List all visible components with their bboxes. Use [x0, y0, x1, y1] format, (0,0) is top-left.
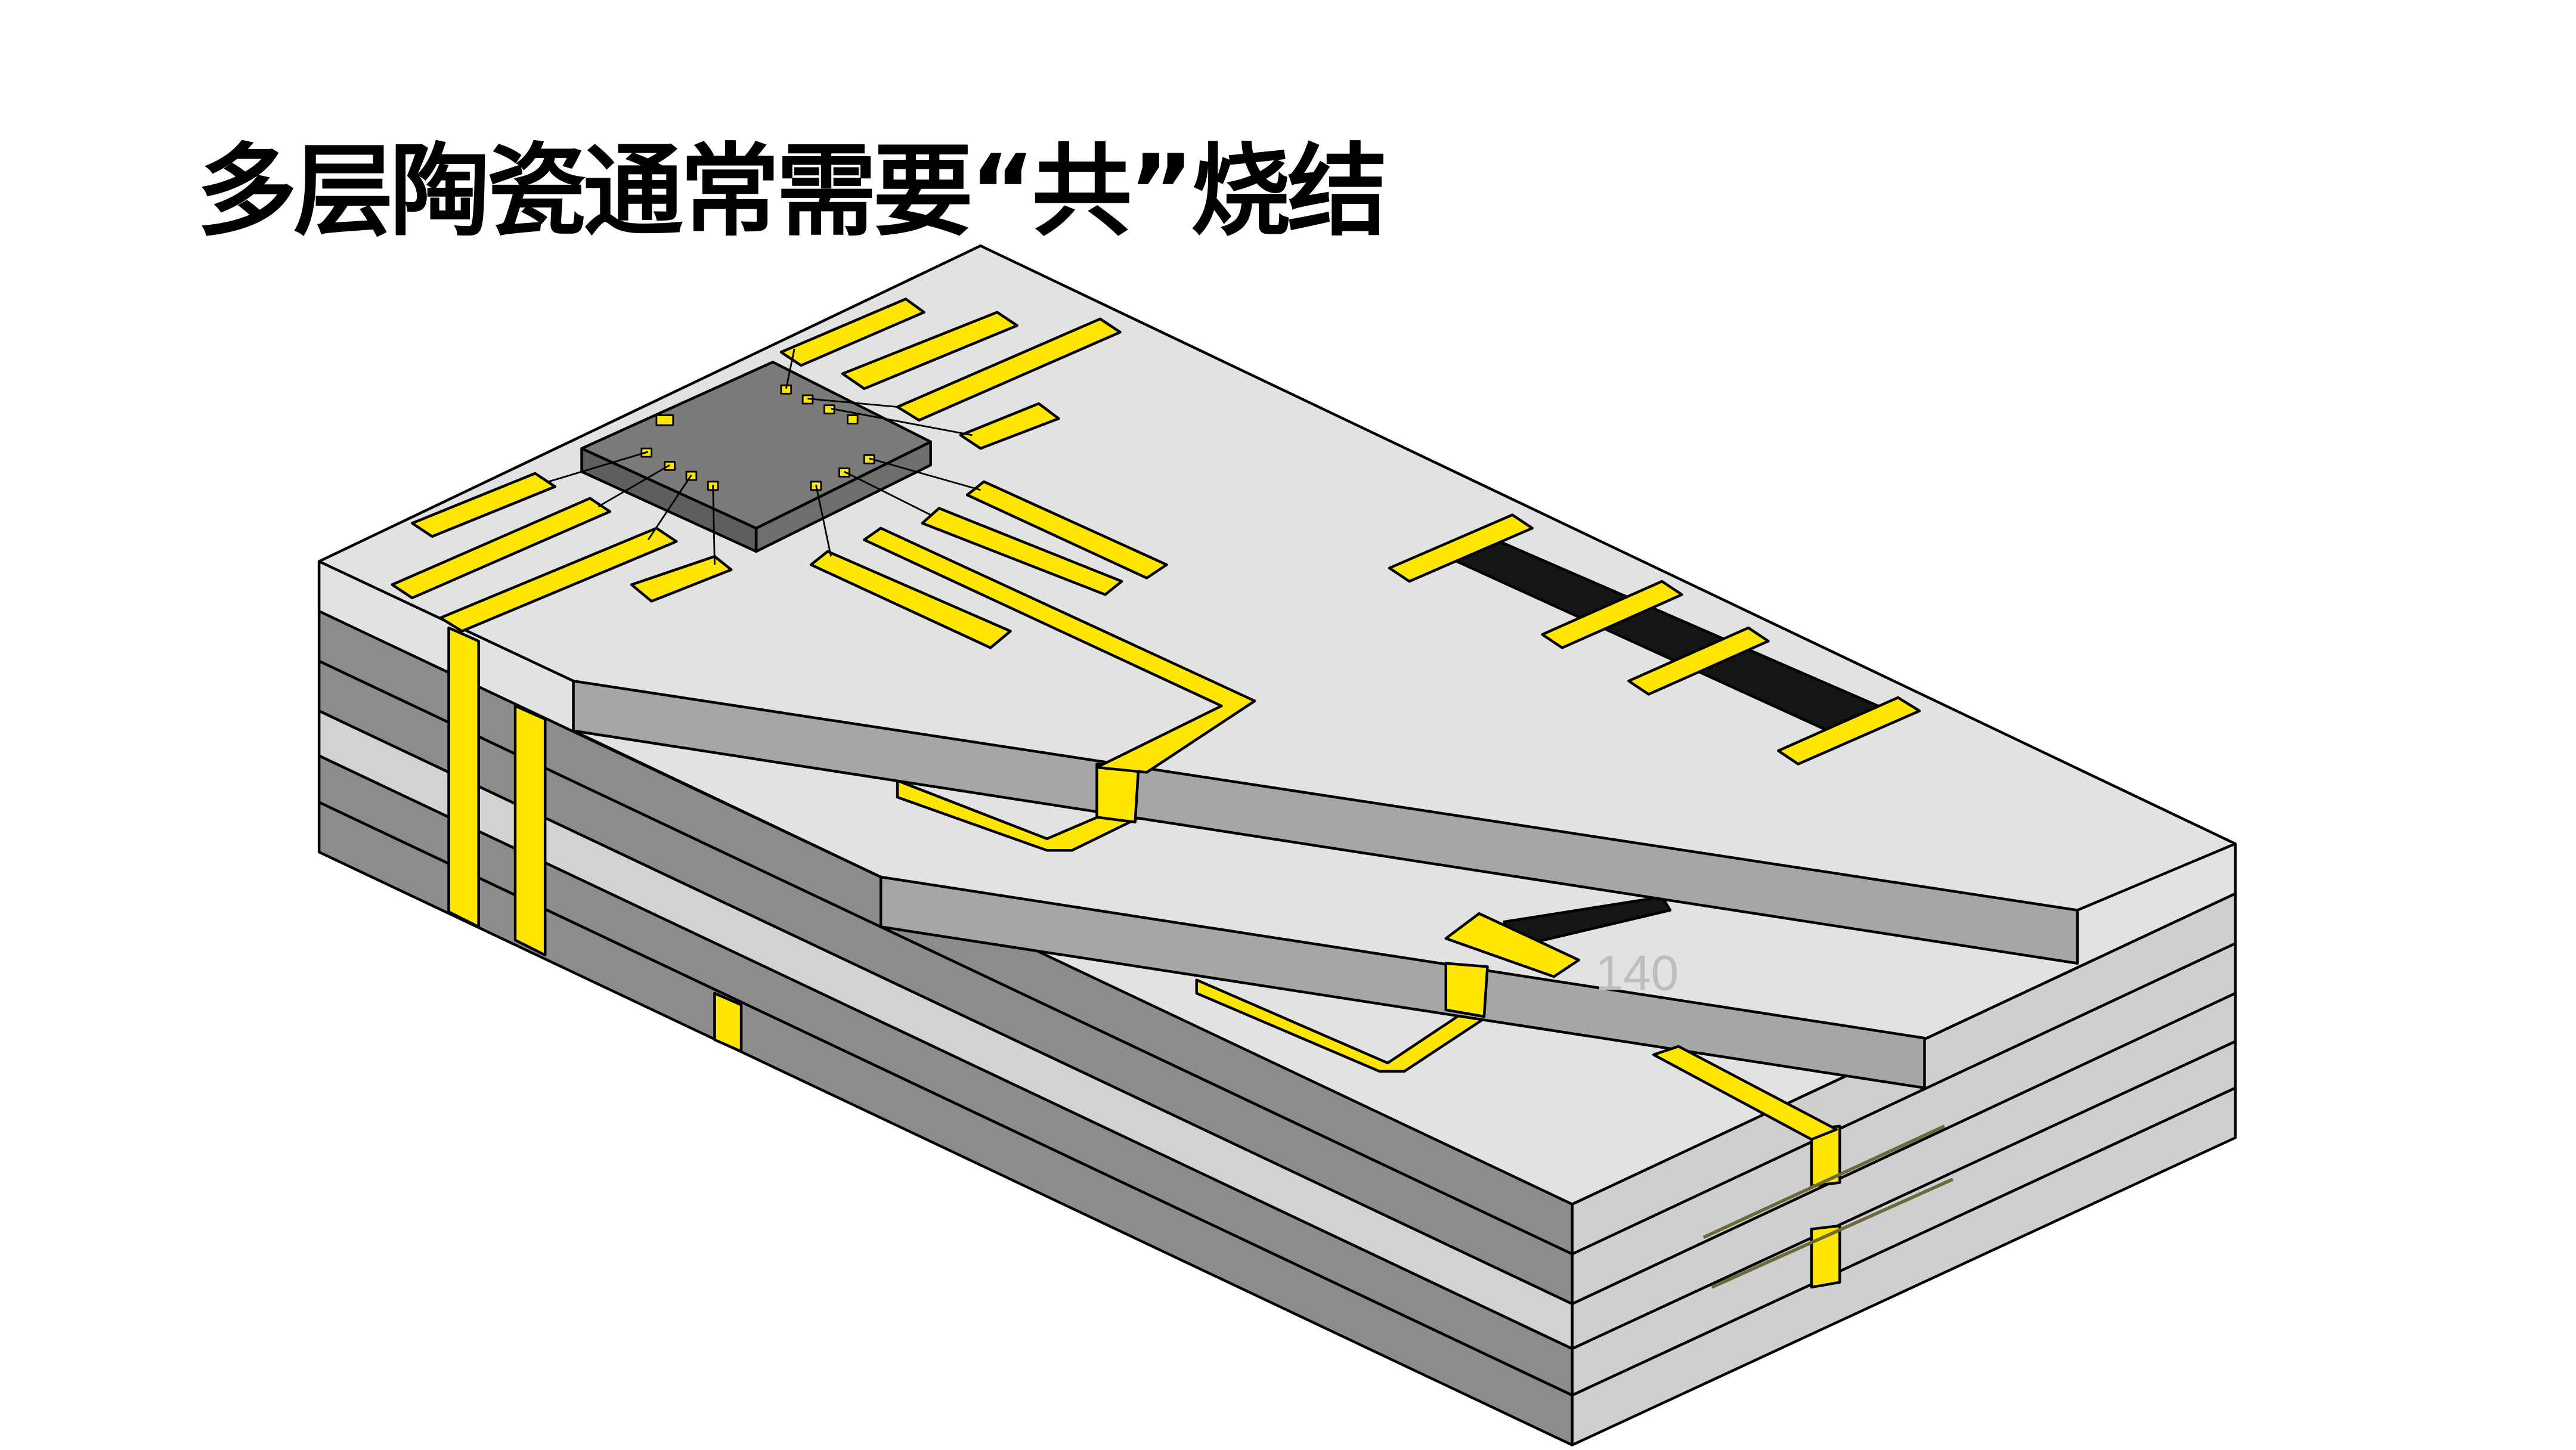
- pad: [965, 480, 1168, 580]
- resistor-pad: [1627, 626, 1770, 696]
- pad: [896, 317, 1122, 422]
- via-5: [1444, 962, 1489, 1018]
- pad: [391, 497, 612, 600]
- pad: [410, 472, 557, 538]
- ic-chip: [548, 348, 981, 565]
- resistor-pad: [1541, 580, 1683, 649]
- pad: [779, 298, 925, 367]
- buried-pad: [1444, 912, 1580, 978]
- pad: [439, 526, 678, 633]
- resistor-pad: [1776, 696, 1921, 766]
- via-4: [1095, 763, 1140, 824]
- pad: [921, 507, 1123, 596]
- pad: [630, 555, 733, 603]
- bond-wires: [548, 348, 981, 565]
- via-2: [513, 704, 547, 957]
- buried-trace-2: [1195, 978, 1489, 1073]
- buried-line: [1702, 1124, 1946, 1239]
- faint-label: 140: [1596, 944, 1679, 1000]
- trace-right: [1652, 1045, 1838, 1141]
- layer-strip-1-top: [319, 561, 2236, 910]
- step-edge: [572, 729, 882, 878]
- chip-top: [580, 361, 933, 530]
- pad: [841, 311, 1018, 391]
- resistor-pad: [1388, 513, 1534, 583]
- layer-strip-2: [879, 875, 1926, 1089]
- buried-line: [1711, 1178, 1953, 1289]
- trace-long: [863, 526, 1256, 774]
- via-3: [713, 992, 743, 1053]
- pad: [809, 550, 1012, 649]
- via-1: [447, 626, 480, 928]
- slide-title: 多层陶瓷通常需要“共”烧结: [197, 133, 1388, 250]
- pad: [959, 402, 1060, 450]
- layer-strip-1: [572, 679, 2079, 965]
- step-edge: [2077, 842, 2236, 912]
